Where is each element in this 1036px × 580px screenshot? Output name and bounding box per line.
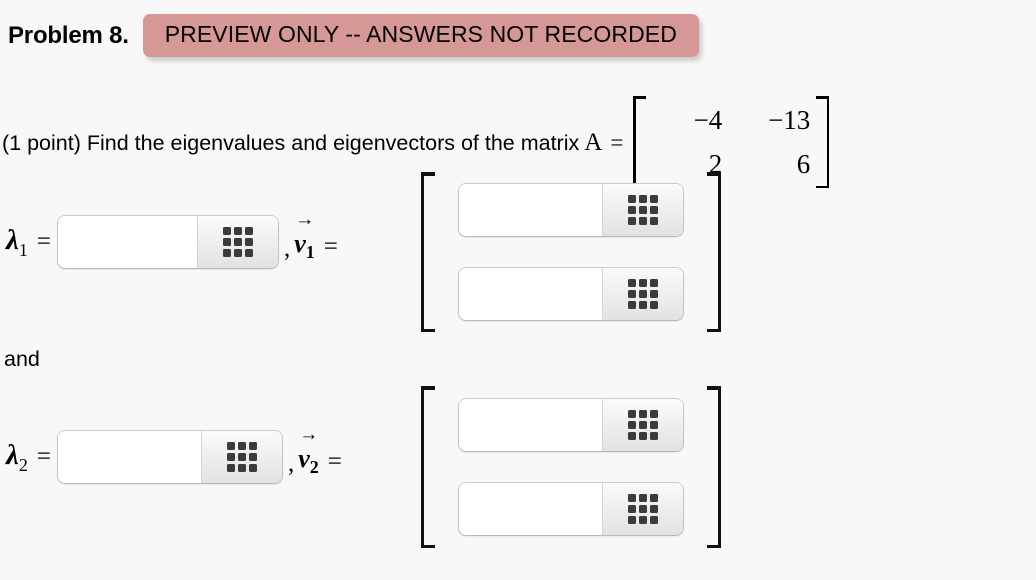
keypad-grid-glyph [222,227,253,257]
math-keypad-icon[interactable] [602,268,683,320]
math-keypad-icon[interactable] [196,216,278,268]
vector-1-right-bracket [707,172,724,332]
statement-text: (1 point) Find the eigenvalues and eigen… [2,130,580,155]
eigenvector-1-column-vector [418,172,724,332]
vector-2-component-1-widget[interactable] [459,399,683,451]
vector-1-component-1-widget[interactable] [459,184,683,236]
coefficient-matrix: −4 −13 2 6 [633,96,830,188]
keypad-grid-glyph [628,494,658,524]
matrix-cell-r1c1: −4 [693,105,723,135]
eigenvector-2-column-vector [418,386,724,548]
matrix-cell-r2c2: 6 [796,149,811,179]
lambda-2-label: λ2 [6,438,28,475]
eigenvalue-1-input[interactable] [57,216,197,268]
matrix-entries: −4 −13 2 6 [646,96,816,188]
vector-2-entries [434,386,708,548]
vector-2-component-1-input[interactable] [459,399,602,451]
eigenvector-2-label: → v2 [298,423,319,478]
math-keypad-icon[interactable] [602,399,683,451]
vector-2-right-bracket [707,386,724,548]
matrix-right-bracket [816,96,830,188]
vector-2-component-2-widget[interactable] [459,483,683,535]
keypad-grid-glyph [226,442,257,472]
math-keypad-icon[interactable] [602,184,683,236]
eigenvector-1-label: → v1 [294,208,315,263]
vector-1-component-2-input[interactable] [459,268,602,320]
problem-statement: (1 point) Find the eigenvalues and eigen… [2,96,830,188]
matrix-name-label: A [584,129,603,156]
lambda-1-label: λ1 [6,223,28,260]
eigenvector-2-equals-sign: = [327,448,342,475]
math-keypad-icon[interactable] [200,431,282,483]
page-title: Problem 8. [8,21,129,49]
vector-2-component-2-input[interactable] [459,483,602,535]
eigenvalue-1-answer-widget[interactable] [57,216,278,268]
keypad-grid-glyph [628,410,658,440]
vector-1-left-bracket [418,172,435,332]
eigenvalue-1-comma: , [283,235,291,262]
eigenvector-1-equals-sign: = [323,233,338,260]
vector-arrow-icon: → [295,208,315,230]
keypad-grid-glyph [628,279,658,309]
eigenvalue-1-row: λ1 = , → v1 = [6,208,338,268]
eigenvalue-2-comma: , [287,450,295,477]
eigenvalue-2-row: λ2 = , → v2 = [6,423,342,483]
problem-header: Problem 8. PREVIEW ONLY -- ANSWERS NOT R… [8,14,699,57]
vector-1-entries [434,172,708,332]
keypad-grid-glyph [628,195,658,225]
matrix-cell-r1c2: −13 [768,105,811,135]
lambda-2-equals-sign: = [36,443,51,470]
statement-equals-sign: = [610,130,624,155]
vector-1-component-2-widget[interactable] [459,268,683,320]
vector-1-component-1-input[interactable] [459,184,602,236]
matrix-cell-r2c1: 2 [708,149,723,179]
eigenvalue-2-answer-widget[interactable] [57,431,282,483]
vector-arrow-icon: → [299,423,319,445]
vector-2-left-bracket [418,386,435,548]
preview-only-banner: PREVIEW ONLY -- ANSWERS NOT RECORDED [142,14,699,57]
lambda-1-equals-sign: = [36,228,51,255]
and-connector-label: and [4,347,40,371]
eigenvalue-2-input[interactable] [57,431,201,483]
math-keypad-icon[interactable] [602,483,683,535]
